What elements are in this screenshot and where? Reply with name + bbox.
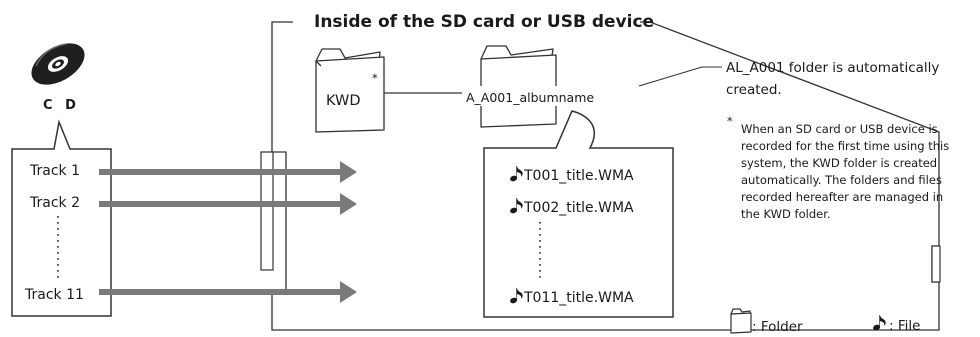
legend-folder-icon bbox=[730, 308, 752, 334]
legend-folder-label: : Folder bbox=[752, 319, 803, 335]
footnote-asterisk: * bbox=[727, 114, 733, 128]
footnote-line-4: automatically. The folders and files bbox=[741, 173, 942, 187]
cd-label: C D bbox=[43, 98, 80, 113]
note-leader-line bbox=[638, 66, 722, 87]
cd-disc-icon bbox=[31, 43, 85, 85]
footnote-line-5: recorded hereafter are managed in bbox=[741, 190, 943, 204]
transfer-arrows bbox=[99, 161, 357, 303]
transfer-arrow-11 bbox=[99, 281, 357, 303]
transfer-arrow-1 bbox=[99, 161, 357, 183]
footnote-line-3: system, the KWD folder is created bbox=[741, 156, 937, 170]
file-label-1: T001_title.WMA bbox=[523, 168, 634, 184]
note-line-2: created. bbox=[726, 82, 782, 98]
file-label-11: T011_title.WMA bbox=[523, 290, 634, 306]
cd-tracks-box bbox=[11, 119, 112, 317]
device-slot-right bbox=[931, 245, 941, 283]
kwd-folder-label: KWD bbox=[326, 93, 361, 109]
footnote-line-1: When an SD card or USB device is bbox=[741, 122, 938, 136]
note-line-1: AL_A001 folder is automatically bbox=[726, 60, 939, 76]
track-label-1: Track 1 bbox=[29, 163, 80, 179]
track-label-2: Track 2 bbox=[29, 195, 80, 211]
container-title: Inside of the SD card or USB device bbox=[314, 12, 654, 32]
kwd-folder-icon bbox=[315, 48, 385, 133]
transfer-arrow-2 bbox=[99, 193, 357, 215]
track-label-11: Track 11 bbox=[24, 287, 84, 303]
files-box bbox=[483, 110, 674, 318]
legend-file-label: : File bbox=[889, 318, 920, 334]
footnote-line-2: recorded for the first time using this bbox=[741, 139, 949, 153]
kwd-folder-asterisk: * bbox=[372, 71, 378, 85]
device-slot-left bbox=[260, 151, 274, 271]
footnote-line-6: the KWD folder. bbox=[741, 207, 831, 221]
album-folder-label: A_A001_albumname bbox=[466, 90, 594, 105]
file-label-2: T002_title.WMA bbox=[523, 200, 634, 216]
legend-music-icon bbox=[871, 314, 886, 332]
device-outline bbox=[271, 21, 940, 331]
